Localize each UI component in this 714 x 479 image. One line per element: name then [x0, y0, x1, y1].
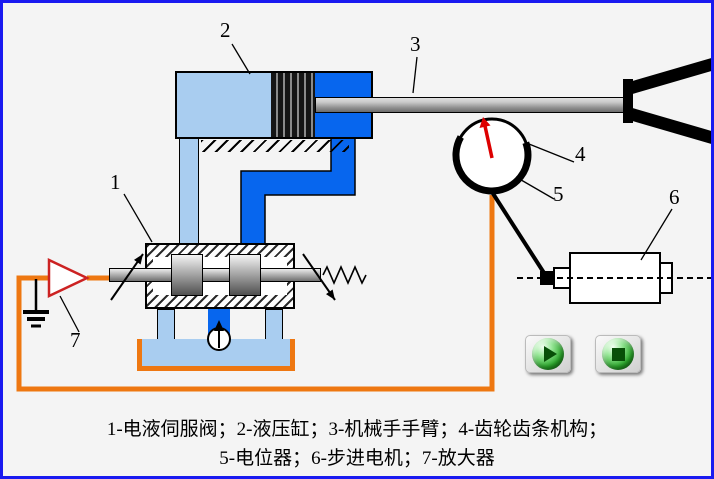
play-icon [543, 346, 557, 362]
leader-arm [412, 56, 418, 94]
leader-cylinder [231, 43, 251, 75]
gear-motor-link [490, 190, 548, 278]
stop-icon [611, 347, 625, 361]
label-amplifier: 7 [70, 328, 81, 352]
label-stepper-motor: 6 [669, 185, 680, 209]
label-gear-rack: 4 [575, 142, 586, 166]
motor-centerline [517, 277, 711, 279]
gear-arc [452, 135, 532, 195]
spool-land-left [171, 254, 203, 296]
gripper [623, 58, 711, 144]
pipe-return-cylinder [179, 137, 199, 247]
legend-line-1: 1-电液伺服阀；2-液压缸；3-机械手手臂；4-齿轮齿条机构； [106, 419, 608, 440]
label-potentiometer: 5 [553, 182, 564, 206]
pipe-valve-tank-left [157, 309, 175, 343]
ground-hatch [201, 140, 349, 152]
leader-servo-valve [123, 193, 153, 243]
pipe-valve-tank-right [265, 309, 283, 343]
valve-spring-icon [322, 265, 367, 285]
label-cylinder: 2 [220, 18, 231, 42]
dial-needle-icon [483, 125, 494, 159]
amplifier-symbol [47, 258, 90, 298]
label-servo-valve: 1 [110, 170, 121, 194]
manipulator-arm [315, 97, 633, 113]
valve-spool-rod [109, 268, 321, 282]
leader-gear-rack [528, 143, 575, 163]
piston [271, 73, 315, 137]
play-button-face [532, 338, 564, 370]
legend-caption: 1-电液伺服阀；2-液压缸；3-机械手手臂；4-齿轮齿条机构； 5-电位器；6-… [3, 415, 711, 474]
spool-land-right [229, 254, 261, 296]
pipe-pressure [240, 136, 356, 246]
ground-icon [23, 279, 49, 328]
stop-button[interactable] [595, 335, 641, 373]
leader-amplifier [59, 295, 80, 333]
label-arm: 3 [410, 32, 421, 56]
oil-tank [137, 339, 295, 371]
stop-button-face [602, 338, 634, 370]
potentiometer-dial [452, 117, 532, 195]
legend-line-2: 5-电位器；6-步进电机；7-放大器 [219, 448, 495, 470]
play-button[interactable] [525, 335, 571, 373]
leader-potentiometer [515, 176, 555, 200]
pipe-pump-valve [208, 309, 230, 335]
